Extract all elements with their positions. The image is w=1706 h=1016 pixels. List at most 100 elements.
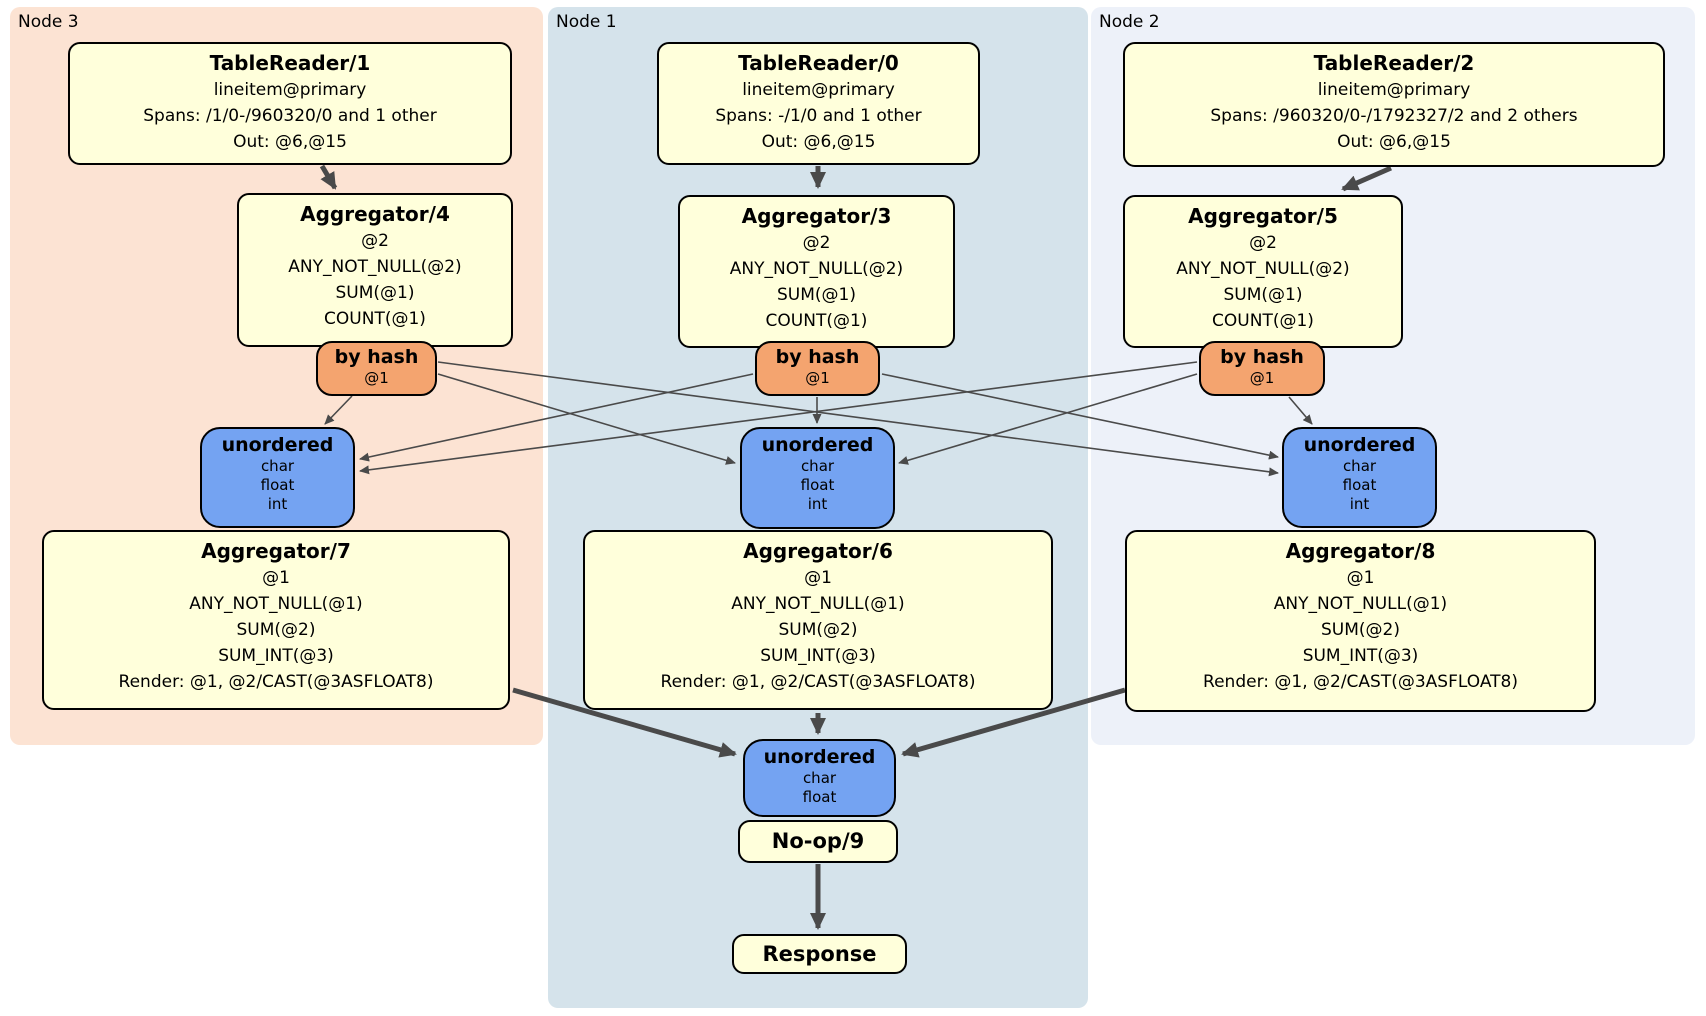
by-hash-router-node1: by hash @1: [755, 341, 880, 396]
sync-line: float: [260, 476, 295, 494]
box-line: COUNT(@1): [324, 309, 426, 329]
box-title: Aggregator/7: [201, 539, 351, 563]
edge-router3-sync1: [437, 373, 736, 465]
box-line: COUNT(@1): [765, 311, 868, 331]
box-line: SUM_INT(@3): [1302, 646, 1419, 666]
unordered-sync-node3: unordered char float int: [200, 427, 355, 528]
box-line: Spans: /960320/0-/1792327/2 and 2 others: [1210, 106, 1578, 126]
router-line: @1: [805, 369, 830, 387]
box-line: @1: [1346, 568, 1375, 588]
box-line: ANY_NOT_NULL(@1): [731, 594, 905, 614]
tablereader-1-box: TableReader/1 lineitem@primary Spans: /1…: [68, 42, 512, 165]
box-line: @1: [262, 568, 290, 588]
noop-9-box: No-op/9: [738, 820, 898, 863]
sync-line: int: [267, 495, 288, 513]
router-title: by hash: [334, 346, 419, 368]
edge-router3-sync3: [324, 395, 353, 425]
router-line: @1: [364, 369, 389, 387]
router-title: by hash: [1220, 346, 1304, 368]
box-line: SUM_INT(@3): [218, 646, 334, 666]
sync-line: char: [802, 769, 837, 787]
sync-title: unordered: [761, 434, 874, 456]
edge-router2-sync3: [359, 361, 1198, 475]
box-line: @2: [361, 231, 389, 251]
box-line: @2: [1249, 233, 1277, 253]
unordered-sync-node1: unordered char float int: [740, 427, 895, 529]
edge-router1-sync3: [359, 373, 754, 462]
box-line: ANY_NOT_NULL(@1): [1273, 594, 1448, 614]
edge-aggregator8-finalsync: [901, 687, 1126, 758]
box-line: Render: @1, @2/CAST(@3ASFLOAT8): [660, 672, 976, 692]
sync-line: int: [1349, 495, 1370, 513]
unordered-sync-node2: unordered char float int: [1282, 427, 1437, 528]
box-line: SUM_INT(@3): [760, 646, 876, 666]
aggregator-5-box: Aggregator/5 @2 ANY_NOT_NULL(@2) SUM(@1)…: [1123, 195, 1403, 348]
sync-title: unordered: [1303, 434, 1416, 456]
box-line: ANY_NOT_NULL(@2): [1176, 259, 1350, 279]
aggregator-3-box: Aggregator/3 @2 ANY_NOT_NULL(@2) SUM(@1)…: [678, 195, 955, 348]
router-title: by hash: [775, 346, 860, 368]
edge-router3-sync2: [437, 361, 1279, 477]
box-line: SUM(@1): [1223, 285, 1303, 305]
response-box: Response: [732, 934, 907, 974]
aggregator-8-box: Aggregator/8 @1 ANY_NOT_NULL(@1) SUM(@2)…: [1125, 530, 1596, 712]
edge-router2-sync1: [898, 373, 1198, 465]
box-line: @1: [804, 568, 832, 588]
sync-line: char: [1342, 457, 1377, 475]
box-title: Aggregator/6: [743, 539, 893, 563]
sync-title: unordered: [221, 434, 334, 456]
edge-tablereader1-aggregator4: [319, 164, 338, 190]
box-line: @2: [802, 233, 831, 253]
box-title: TableReader/1: [209, 51, 371, 75]
box-line: lineitem@primary: [213, 80, 367, 100]
box-title: Aggregator/3: [741, 204, 892, 228]
node3-label: Node 3: [18, 12, 79, 32]
box-line: lineitem@primary: [742, 80, 895, 100]
sync-line: char: [800, 457, 835, 475]
box-title: Aggregator/5: [1188, 204, 1338, 228]
box-line: SUM(@2): [778, 620, 858, 640]
sync-line: float: [1342, 476, 1377, 494]
by-hash-router-node3: by hash @1: [316, 341, 437, 396]
box-line: Render: @1, @2/CAST(@3ASFLOAT8): [1203, 672, 1518, 692]
box-line: lineitem@primary: [1317, 80, 1471, 100]
node2-label: Node 2: [1099, 12, 1160, 32]
box-line: Out: @6,@15: [1337, 132, 1451, 152]
box-line: COUNT(@1): [1212, 311, 1314, 331]
node1-label: Node 1: [556, 12, 617, 32]
box-line: Spans: -/1/0 and 1 other: [715, 106, 922, 126]
box-line: ANY_NOT_NULL(@1): [189, 594, 363, 614]
box-line: Out: @6,@15: [761, 132, 876, 152]
edge-router2-sync2: [1288, 396, 1313, 425]
aggregator-4-box: Aggregator/4 @2 ANY_NOT_NULL(@2) SUM(@1)…: [237, 193, 513, 347]
sync-title: unordered: [763, 746, 876, 768]
box-line: Out: @6,@15: [233, 132, 347, 152]
box-line: SUM(@2): [1321, 620, 1400, 640]
edge-tablereader2-aggregator5: [1341, 165, 1393, 192]
box-title: TableReader/2: [1313, 51, 1475, 75]
box-line: SUM(@1): [777, 285, 856, 305]
edge-router1-sync2: [881, 373, 1279, 460]
sync-line: float: [800, 476, 835, 494]
unordered-sync-final: unordered char float: [743, 739, 896, 817]
tablereader-0-box: TableReader/0 lineitem@primary Spans: -/…: [657, 42, 980, 165]
box-line: ANY_NOT_NULL(@2): [288, 257, 462, 277]
sync-line: char: [260, 457, 295, 475]
box-line: ANY_NOT_NULL(@2): [729, 259, 904, 279]
tablereader-2-box: TableReader/2 lineitem@primary Spans: /9…: [1123, 42, 1665, 167]
sync-line: int: [807, 495, 828, 513]
box-title: Aggregator/4: [300, 202, 450, 226]
router-line: @1: [1249, 369, 1275, 387]
sync-line: float: [802, 788, 837, 806]
edge-aggregator7-finalsync: [512, 687, 737, 758]
box-line: Spans: /1/0-/960320/0 and 1 other: [143, 106, 437, 126]
box-title: No-op/9: [771, 829, 865, 853]
box-title: TableReader/0: [738, 51, 899, 75]
aggregator-7-box: Aggregator/7 @1 ANY_NOT_NULL(@1) SUM(@2)…: [42, 530, 510, 710]
box-line: SUM(@1): [335, 283, 415, 303]
aggregator-6-box: Aggregator/6 @1 ANY_NOT_NULL(@1) SUM(@2)…: [583, 530, 1053, 710]
box-title: Response: [762, 941, 877, 966]
by-hash-router-node2: by hash @1: [1199, 341, 1325, 396]
